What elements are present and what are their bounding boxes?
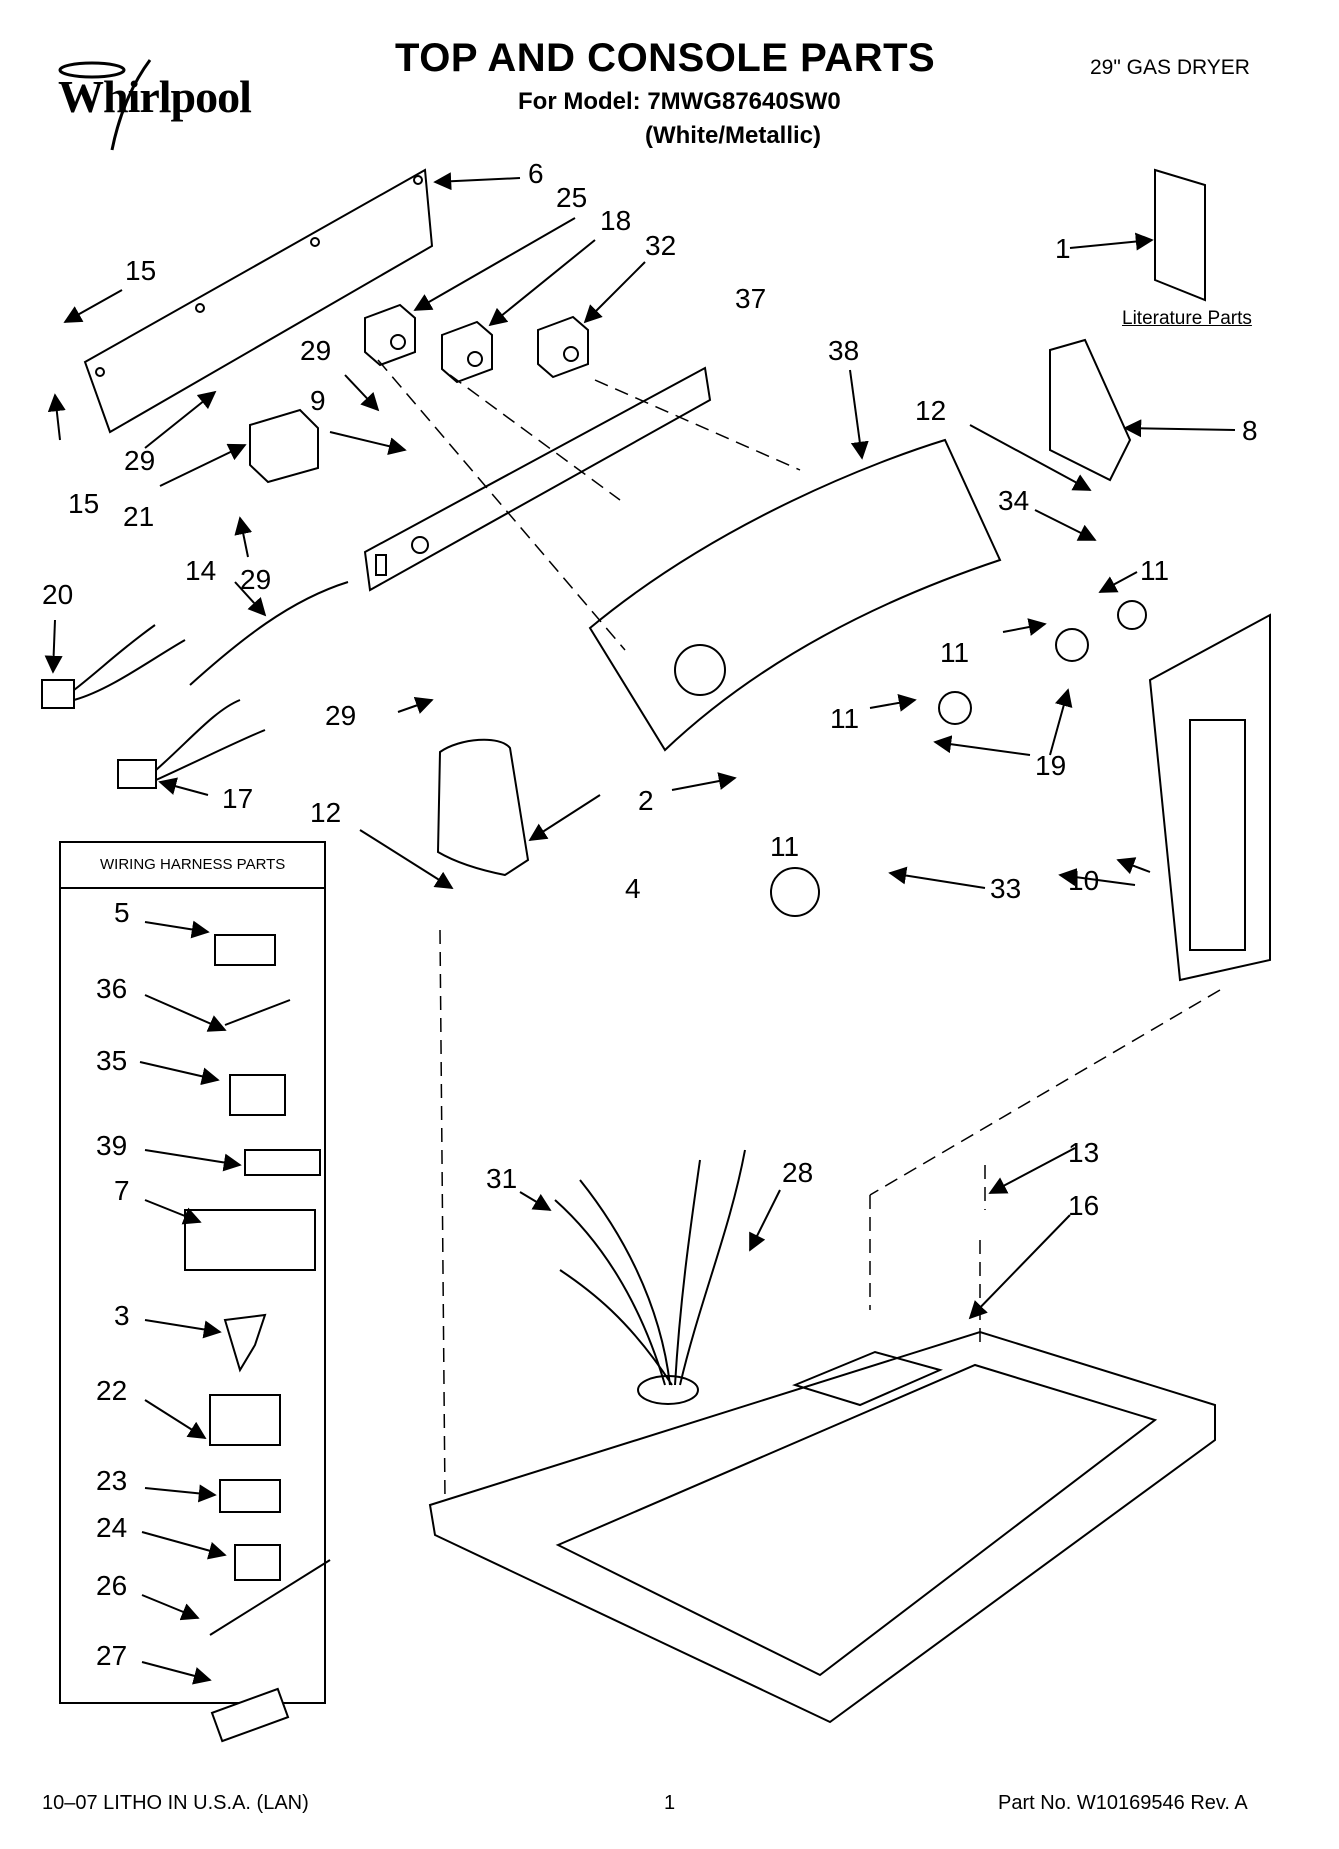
switch-25 [364,303,416,367]
callout-36: 36 [96,973,127,1004]
footer-part-number: Part No. W10169546 Rev. A [998,1792,1248,1814]
callout-10: 10 [1068,865,1099,896]
callout-1: 1 [1055,233,1071,264]
literature-booklet [1154,168,1206,302]
callout-29a: 29 [300,335,331,366]
callout-7: 7 [114,1175,130,1206]
callout-9: 9 [310,385,326,416]
callout-26: 26 [96,1570,127,1601]
wiring-harness-title: WIRING HARNESS PARTS [100,856,286,873]
console-panel [588,438,1002,752]
product-type: 29" GAS DRYER [1090,56,1250,79]
rear-console-panel [83,168,434,434]
callout-11a: 11 [1140,555,1169,586]
callout-33: 33 [990,873,1021,904]
console-bracket [363,366,712,592]
callout-2: 2 [638,785,654,816]
callout-11c: 11 [830,703,859,734]
callout-14: 14 [185,555,216,586]
callout-39: 39 [96,1130,127,1161]
dryer-top [428,1330,1216,1724]
callout-32: 32 [645,230,676,261]
callout-18: 18 [600,205,631,236]
console-end-cap [436,738,530,877]
callout-6: 6 [528,158,544,189]
callout-22: 22 [96,1375,127,1406]
callout-29b: 29 [124,445,155,476]
callout-21: 21 [123,501,154,532]
callout-20: 20 [42,579,73,610]
callout-15a: 15 [125,255,156,286]
callout-29d: 29 [325,700,356,731]
callout-23: 23 [96,1465,127,1496]
callout-19: 19 [1035,750,1066,781]
model-number: For Model: 7MWG87640SW0 [518,88,841,115]
harness-connectors [184,934,331,1743]
page-title: TOP AND CONSOLE PARTS [395,36,936,80]
assembly-guides [377,359,1221,1501]
callout-25: 25 [556,182,587,213]
whirlpool-logo: Whirlpool [58,71,252,122]
main-wire-harness [554,1149,746,1386]
wiring-harnesses [41,581,349,789]
logo-swoosh [58,59,152,151]
footer-print-info: 10–07 LITHO IN U.S.A. (LAN) [42,1792,309,1814]
callout-29c: 29 [240,564,271,595]
end-bracket [1049,338,1132,482]
footer-page-number: 1 [664,1792,676,1814]
callout-8: 8 [1242,415,1258,446]
knobs [770,600,1147,917]
callout-17: 17 [222,783,253,814]
lint-screen [1148,613,1271,982]
leader-lines [44,172,1236,1685]
callout-27: 27 [96,1640,127,1671]
timer [249,408,319,484]
callout-12a: 12 [915,395,946,426]
callout-12b: 12 [310,797,341,828]
model-color: (White/Metallic) [645,122,822,149]
harness-parts-box [59,841,326,1704]
switch-18 [441,320,493,384]
callout-31: 31 [486,1163,517,1194]
callout-34: 34 [998,485,1029,516]
callout-16: 16 [1068,1190,1099,1221]
callout-37: 37 [735,283,766,314]
literature-parts-label: Literature Parts [1122,308,1252,329]
callout-24: 24 [96,1512,127,1543]
callout-5: 5 [114,897,130,928]
callout-15b: 15 [68,488,99,519]
callout-11b: 11 [940,637,969,668]
callout-numbers: 6 25 18 32 37 38 1 15 29 9 29 15 21 14 2… [42,158,1258,1671]
callout-28: 28 [782,1157,813,1188]
callout-38: 38 [828,335,859,366]
callout-11d: 11 [770,831,799,862]
callout-13: 13 [1068,1137,1099,1168]
switch-32 [537,315,589,379]
callout-4: 4 [625,873,641,904]
callout-3: 3 [114,1300,130,1331]
callout-35: 35 [96,1045,127,1076]
